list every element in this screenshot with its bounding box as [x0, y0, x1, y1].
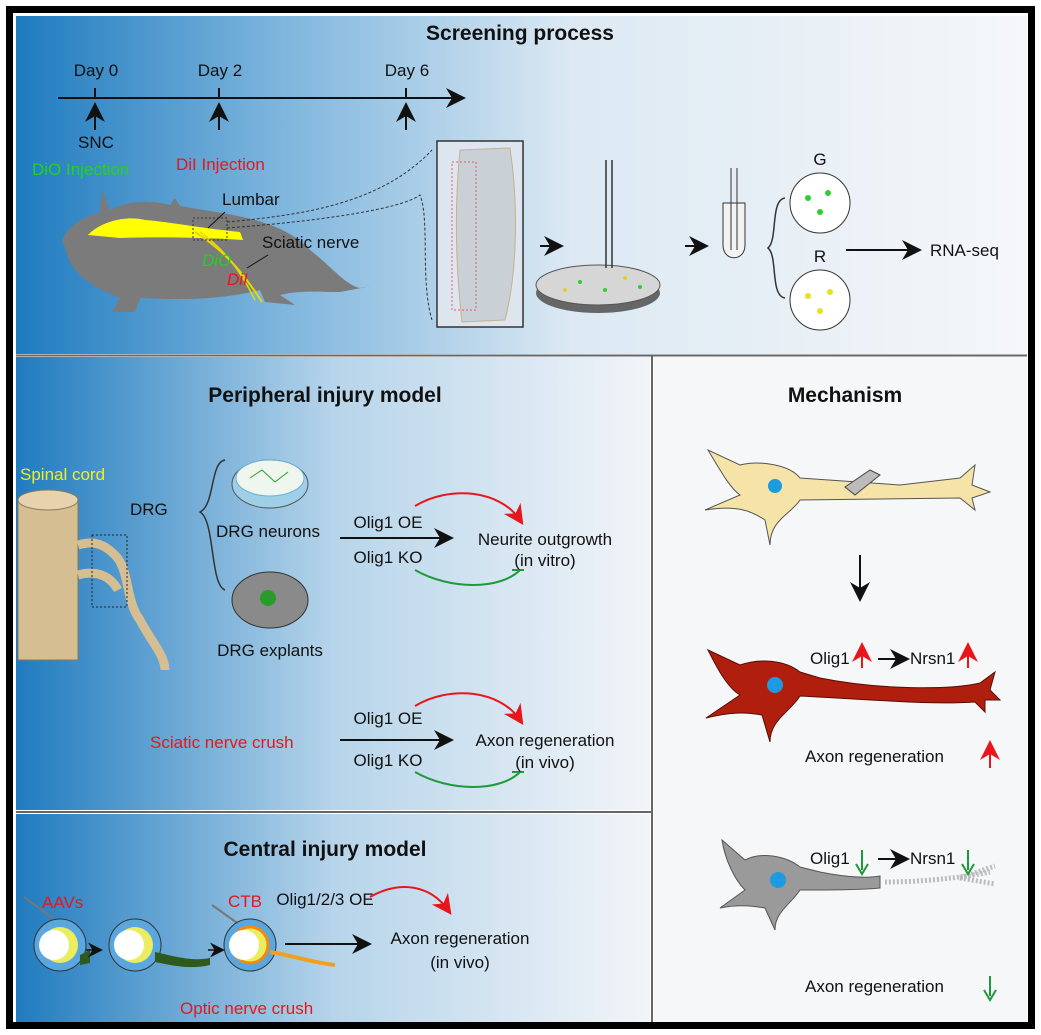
spinal-cord-illustration — [17, 489, 170, 671]
g-label: G — [813, 150, 826, 169]
optic-nerve-crush-label: Optic nerve crush — [180, 999, 313, 1018]
cells — [805, 190, 833, 314]
peripheral-panel — [16, 357, 650, 810]
olig123-oe-label: Olig1/2/3 OE — [276, 890, 373, 909]
peripheral-title: Peripheral injury model — [208, 384, 441, 407]
olig1-ko-label: Olig1 KO — [354, 548, 423, 567]
nrsn1-label: Nrsn1 — [910, 649, 955, 668]
promotes-arrow — [369, 886, 452, 915]
dio-injection-label: DiO Injection — [32, 160, 129, 179]
in-vitro-label: (in vitro) — [514, 551, 575, 570]
screening-title: Screening process — [426, 22, 614, 45]
green-cells-circle — [789, 172, 851, 234]
promotes-arrow — [414, 692, 524, 725]
drg-section-image — [436, 140, 524, 328]
dio-label: DiO — [202, 251, 231, 270]
in-vivo-label: (in vivo) — [515, 753, 575, 772]
axon-regeneration-label-central: Axon regeneration — [391, 929, 530, 948]
inhibits-arrow — [414, 569, 521, 586]
mouse-illustration — [62, 149, 433, 321]
aavs-label: AAVs — [42, 893, 83, 912]
sciatic-nerve-crush-label: Sciatic nerve crush — [150, 733, 294, 752]
snc-label: SNC — [78, 133, 114, 152]
day-0-label: Day 0 — [74, 61, 118, 80]
eye-illustrations — [23, 896, 336, 972]
nrsn1-label-2: Nrsn1 — [910, 849, 955, 868]
neurite-outgrowth-label: Neurite outgrowth — [478, 530, 612, 549]
non-regenerating-neuron-illustration — [719, 838, 996, 931]
drg-neurons-dish-icon — [231, 459, 309, 509]
olig1-oe-label-2: Olig1 OE — [354, 709, 423, 728]
dil-label: DiI — [227, 270, 248, 289]
promotes-arrow — [414, 492, 524, 525]
injured-neuron-illustration — [704, 448, 992, 546]
axon-regeneration-down-label: Axon regeneration — [805, 977, 944, 996]
in-vivo-label-central: (in vivo) — [430, 953, 490, 972]
tube-icon — [722, 168, 786, 299]
olig1-label: Olig1 — [810, 649, 850, 668]
sciatic-nerve-label: Sciatic nerve — [262, 233, 359, 252]
ctb-label: CTB — [228, 892, 262, 911]
drg-neurons-label: DRG neurons — [216, 522, 320, 541]
red-cells-circle — [789, 269, 851, 331]
axon-regeneration-up-label: Axon regeneration — [805, 747, 944, 766]
drg-explants-dish-icon — [231, 571, 309, 629]
olig1-ko-label-2: Olig1 KO — [354, 751, 423, 770]
day-2-label: Day 2 — [198, 61, 242, 80]
regenerating-neuron-illustration — [705, 648, 1002, 743]
lumbar-label: Lumbar — [222, 190, 280, 209]
central-panel — [16, 814, 650, 1022]
brace — [198, 459, 226, 591]
olig1-label-2: Olig1 — [810, 849, 850, 868]
dil-injection-label: DiI Injection — [176, 155, 265, 174]
r-label: R — [814, 247, 826, 266]
day-6-label: Day 6 — [385, 61, 429, 80]
central-title: Central injury model — [223, 838, 426, 861]
spinal-cord-label: Spinal cord — [20, 465, 105, 484]
drg-label: DRG — [130, 500, 168, 519]
culture-dish-icon — [535, 160, 661, 313]
drg-explants-label: DRG explants — [217, 641, 323, 660]
axon-regeneration-label: Axon regeneration — [476, 731, 615, 750]
rnaseq-label: RNA-seq — [930, 241, 999, 260]
timeline — [58, 88, 466, 130]
inhibits-arrow — [414, 771, 521, 788]
olig1-oe-label: Olig1 OE — [354, 513, 423, 532]
mechanism-title: Mechanism — [788, 384, 902, 407]
